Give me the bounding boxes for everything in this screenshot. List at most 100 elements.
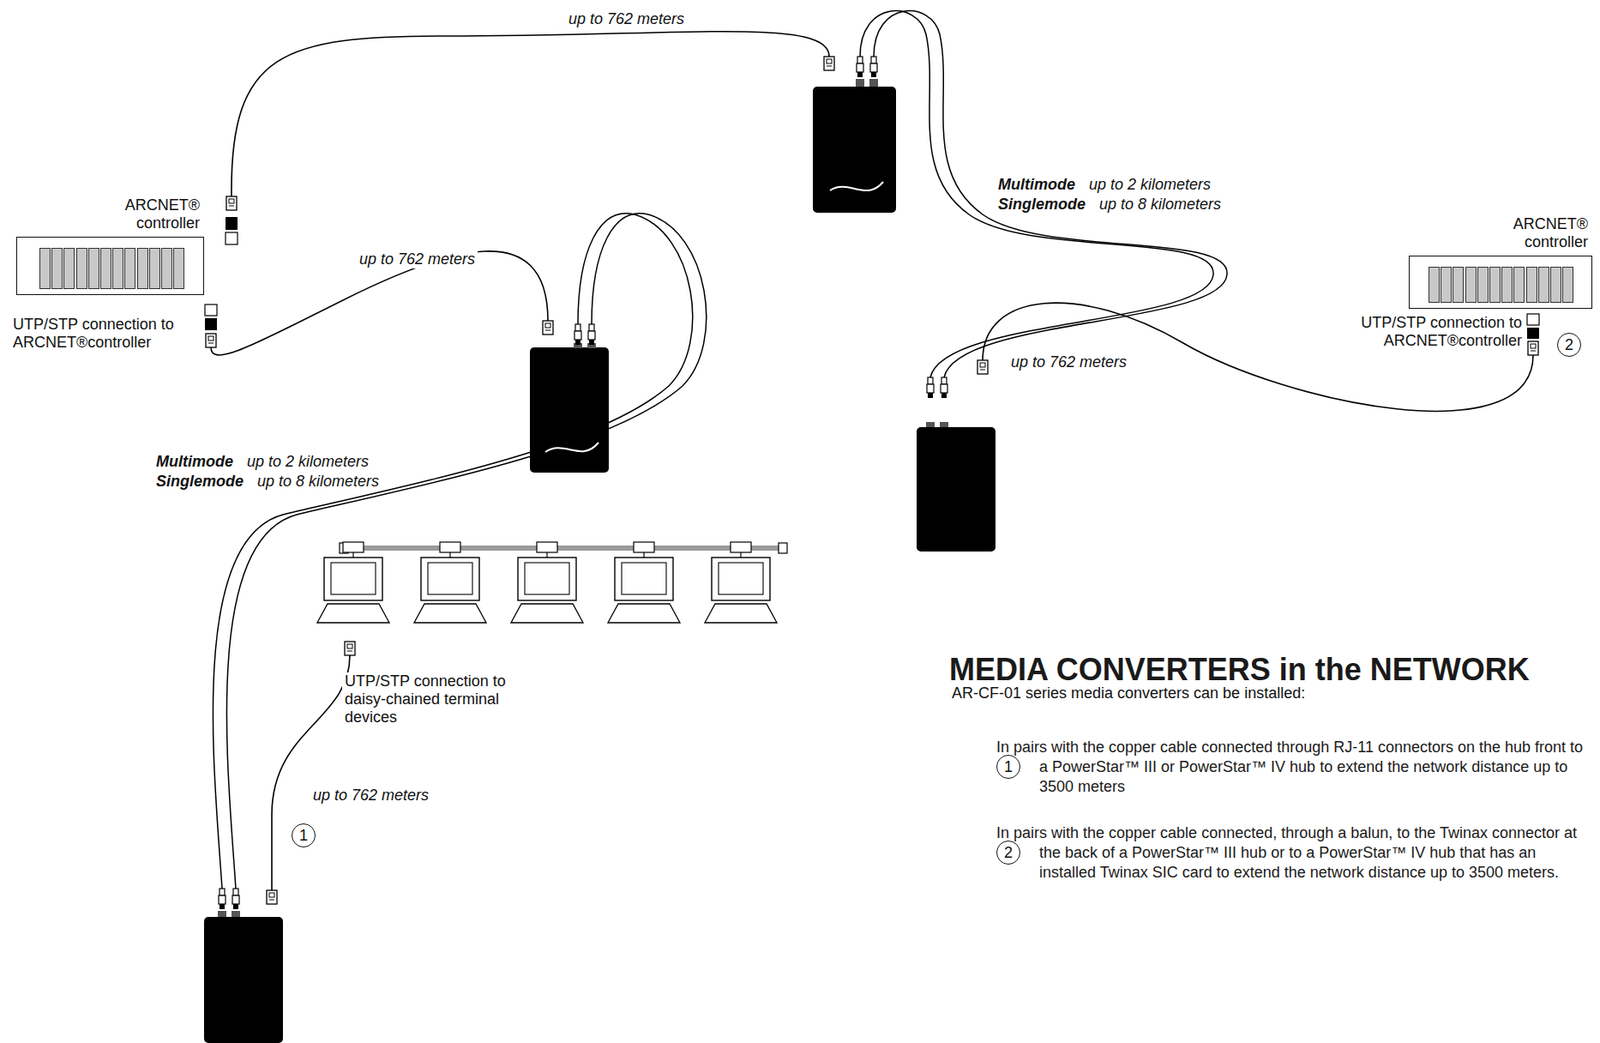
fiber-mode: Multimode: [153, 452, 236, 471]
fiber-cable: [212, 213, 692, 889]
t-connector: [342, 541, 364, 553]
fiber-cable: [873, 11, 1228, 378]
monitor: [324, 557, 383, 601]
fiber-cable: [860, 11, 1214, 378]
graphic-part: [869, 78, 879, 87]
media-converter: [204, 916, 283, 1043]
install-note: In pairs with the copper cable connected…: [1039, 737, 1588, 797]
screen: [330, 562, 376, 595]
connection-note: UTP/STP connection to ARCNET®controller: [10, 315, 203, 352]
plugs: [204, 56, 1540, 909]
graphic-part: [1527, 313, 1540, 325]
card-slot: [76, 247, 88, 289]
card-slot: [51, 247, 63, 289]
distance-label: up to 762 meters: [565, 10, 687, 29]
media-converter: [812, 86, 897, 213]
distance-label: up to 2 kilometers: [244, 452, 372, 471]
controller-box: ARCNET® controller: [1408, 255, 1593, 309]
fiber-mode: Singlemode: [995, 195, 1089, 214]
fiber-mode: Singlemode: [153, 472, 247, 491]
card-slot: [100, 247, 112, 289]
t-connector: [633, 541, 655, 553]
card-slot: [173, 247, 185, 289]
distance-label: up to 8 kilometers: [254, 472, 382, 491]
t-connector: [536, 541, 558, 553]
graphic-part: [231, 910, 241, 917]
callout-number: 2: [1557, 332, 1582, 357]
stem: [546, 552, 548, 558]
graphic-part: [870, 56, 878, 78]
monitor: [517, 557, 577, 601]
connection-note: UTP/STP connection to ARCNET®controller: [1337, 313, 1525, 350]
graphic-part: [344, 641, 355, 656]
stem: [739, 552, 741, 558]
graphic-part: [217, 910, 227, 917]
graphic-part: [926, 377, 934, 398]
card-slot: [1465, 266, 1477, 303]
graphic-part: [266, 890, 277, 904]
card-slot: [1538, 266, 1550, 303]
graphic-part: [232, 888, 240, 909]
card-slot: [112, 247, 124, 289]
fiber-cables: [212, 11, 1228, 889]
stem: [449, 552, 451, 558]
graphic-part: [225, 216, 238, 230]
graphic-part: [347, 545, 781, 551]
graphic-part: [856, 56, 864, 78]
graphic-part: [225, 232, 238, 245]
keyboard: [317, 603, 390, 623]
screen: [427, 562, 473, 595]
monitor: [421, 557, 480, 601]
callout-number: 2: [996, 840, 1021, 865]
graphic-part: [545, 442, 599, 452]
card-slot: [1452, 266, 1464, 303]
stem: [643, 552, 644, 558]
media-converters: [204, 78, 996, 1043]
distance-label: up to 762 meters: [310, 786, 432, 805]
card-slot: [1489, 266, 1501, 303]
screen: [621, 562, 667, 595]
graphic-part: [204, 304, 217, 316]
diagram-title: MEDIA CONVERTERS in the NETWORK: [949, 651, 1530, 688]
graphic-part: [226, 196, 237, 211]
card-slot: [63, 247, 75, 289]
controller-box: ARCNET® controller: [16, 236, 205, 295]
fiber-cable: [226, 213, 706, 889]
intro-text: AR-CF-01 series media converters can be …: [949, 684, 1572, 703]
fiber-mode: Multimode: [995, 175, 1078, 194]
distance-label: up to 8 kilometers: [1096, 195, 1224, 214]
card-slot: [124, 247, 136, 289]
card-slot: [1526, 266, 1538, 303]
copper-cable: [271, 655, 350, 891]
install-note: In pairs with the copper cable connected…: [1039, 823, 1588, 883]
card-slot: [1477, 266, 1489, 303]
t-connector: [439, 541, 461, 553]
card-slot: [88, 247, 100, 289]
screen: [718, 562, 764, 595]
distance-label: up to 762 meters: [1008, 353, 1130, 372]
copper-cable: [210, 251, 548, 355]
card-slot: [1550, 266, 1562, 303]
graphic-part: [574, 324, 582, 345]
controller-heading: ARCNET® controller: [1476, 215, 1588, 252]
connection-note: UTP/STP connection to daisy-chained term…: [342, 672, 545, 727]
graphic-part: [940, 377, 948, 398]
graphic-part: [205, 333, 217, 348]
monitor: [711, 557, 770, 601]
graphic-part: [1527, 341, 1539, 355]
graphic-part: [977, 360, 988, 374]
graphic-part: [855, 78, 865, 87]
card-slot: [1440, 266, 1452, 303]
media-converter: [529, 347, 609, 473]
card-slot: [149, 247, 161, 289]
graphic-part: [926, 421, 935, 428]
graphic-part: [542, 320, 554, 335]
keyboard: [704, 603, 777, 623]
distance-label: up to 762 meters: [356, 250, 478, 269]
graphic-part: [939, 421, 949, 428]
keyboard: [607, 603, 680, 623]
distance-label: up to 2 kilometers: [1086, 175, 1214, 194]
